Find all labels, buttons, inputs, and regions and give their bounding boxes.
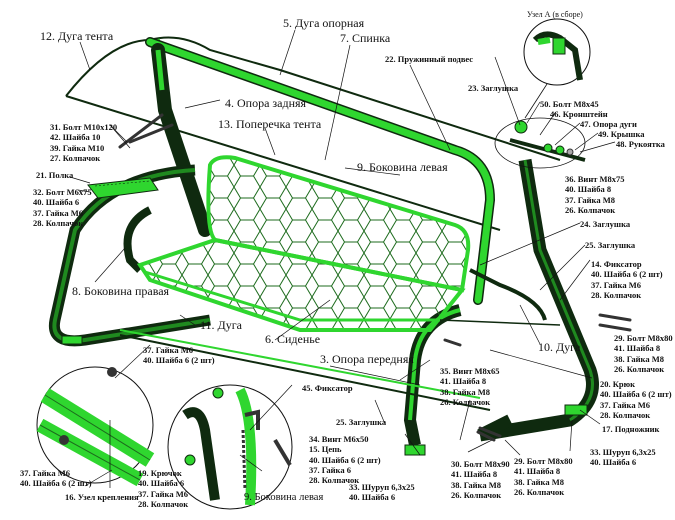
footrest (404, 444, 426, 456)
label-arc-support: 47. Опора дуги (580, 119, 637, 129)
label-arc-11: 11. Дуга (200, 318, 242, 332)
label-plug-25b: 25. Заглушка (336, 417, 387, 427)
label-spring-hanger: 22. Пружинный подвес (385, 54, 474, 64)
label-latch: 45. Фиксатор (302, 383, 353, 393)
label-node-a: Узел А (в сборе) (527, 10, 583, 19)
shelf (87, 177, 159, 199)
label-seat: 6. Сиденье (265, 332, 321, 346)
label-handle: 48. Рукоятка (616, 139, 665, 149)
label-canopy-arc: 12. Дуга тента (40, 29, 114, 43)
label-bracket: 46. Кронштейн (550, 109, 608, 119)
label-arc-10: 10. Дуга (538, 340, 581, 354)
footrest (564, 404, 588, 416)
label-footrest: 17. Подножник (602, 424, 660, 434)
label-cover: 49. Крышка (598, 129, 645, 139)
label-support-arc: 5. Дуга опорная (283, 16, 365, 30)
label-backrest: 7. Спинка (340, 31, 391, 45)
arc-10 (469, 268, 547, 321)
bottom-arc (119, 334, 491, 411)
label-mount-node: 16. Узел крепления (65, 492, 139, 502)
rear-support (151, 43, 212, 237)
leader-lines (69, 29, 616, 488)
seat (136, 237, 466, 332)
label-front-support: 3. Опора передняя (320, 352, 414, 366)
canopy-crossbar (65, 95, 501, 231)
label-plug-25: 25. Заглушка (585, 240, 636, 250)
label-rear-support: 4. Опора задняя (225, 96, 307, 110)
label-canopy-crossbar: 13. Поперечка тента (218, 117, 322, 131)
label-plug-23: 23. Заглушка (468, 83, 519, 93)
backrest (206, 155, 471, 293)
label-right-side: 8. Боковина правая (72, 284, 170, 298)
label-shelf: 21. Полка (36, 170, 74, 180)
label-plug-24: 24. Заглушка (580, 219, 631, 229)
label-left-side-detail: 9. Боковина левая (244, 492, 324, 503)
label-left-side: 9. Боковина левая (357, 160, 448, 174)
label-bolt-50: 50. Болт М8х45 (540, 99, 599, 109)
